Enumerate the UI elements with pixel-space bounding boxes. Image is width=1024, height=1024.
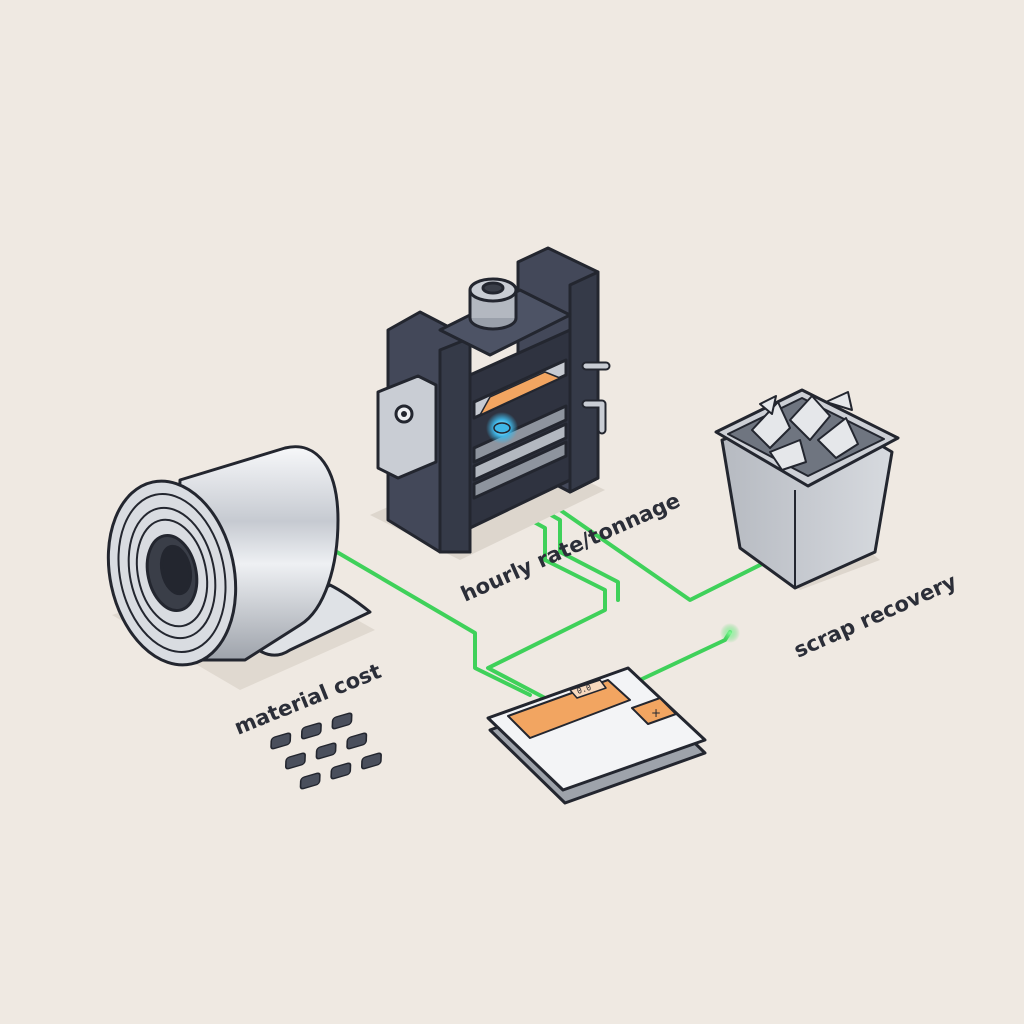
stamping-press-icon: [370, 246, 611, 560]
connector-glow-calculator: [720, 623, 740, 643]
connector-press-to-calculator-a: [486, 508, 607, 700]
connector-press-to-scrap: [538, 494, 772, 602]
connector-material-to-calculator: [328, 546, 532, 697]
calculator-icon: 0.0 +: [270, 666, 707, 805]
calculator-plus-key: +: [651, 706, 661, 720]
steel-coil-icon: [106, 445, 375, 690]
scrap-bin-icon: [714, 388, 900, 590]
connector-calculator-to-scrap: [638, 630, 732, 682]
calculator-display-text: 0.0: [576, 683, 593, 696]
